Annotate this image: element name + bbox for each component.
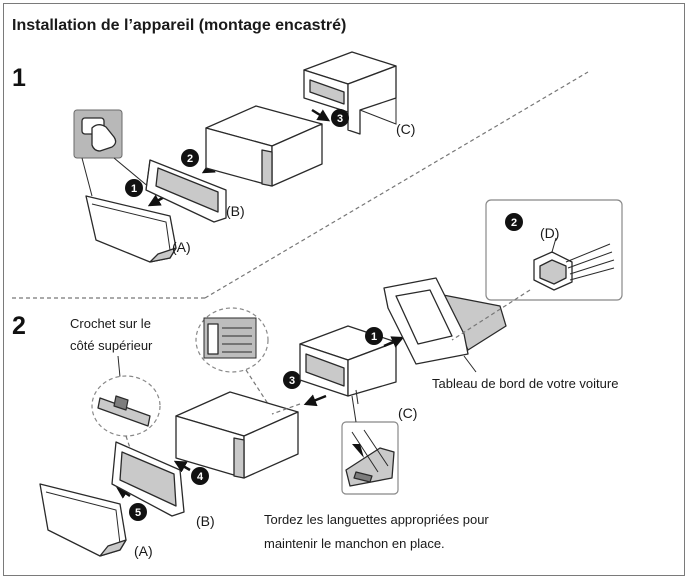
arrow-step2-5 — [115, 486, 131, 499]
svg-text:2: 2 — [187, 153, 193, 165]
svg-text:1: 1 — [131, 183, 137, 195]
faceplate-a-step1 — [85, 195, 177, 263]
badge-step2-3: 3 — [283, 371, 301, 389]
bend-tabs-label-line2: maintenir le manchon en place. — [264, 536, 445, 551]
page-title: Installation de l’appareil (montage enca… — [12, 17, 346, 34]
step-number-2: 2 — [12, 312, 26, 340]
badge-step2-5: 5 — [129, 503, 147, 521]
trim-plate-b-step1 — [145, 159, 227, 223]
part-label-c-step1: (C) — [396, 121, 415, 137]
dashboard-label: Tableau de bord de votre voiture — [432, 376, 618, 391]
part-label-b-step1: (B) — [226, 203, 245, 219]
badge-step1-2: 2 — [181, 149, 199, 167]
mounting-sleeve-c-step1 — [303, 51, 397, 135]
badge-step2-4: 4 — [191, 467, 209, 485]
connector-detail-callout — [195, 307, 273, 411]
part-label-c-step2: (C) — [398, 405, 417, 421]
svg-text:5: 5 — [135, 507, 141, 519]
svg-text:3: 3 — [337, 113, 343, 125]
badge-step1-3: 3 — [331, 109, 349, 127]
svg-text:1: 1 — [371, 331, 377, 343]
part-label-a-step2: (A) — [134, 543, 153, 559]
release-button-callout — [73, 109, 151, 197]
hook-label-line1: Crochet sur le — [70, 316, 151, 331]
badge-step2-2: 2 — [505, 213, 523, 231]
arrow-step2-3 — [303, 394, 327, 407]
connector-leader-line — [451, 289, 531, 341]
page-frame — [3, 3, 685, 576]
faceplate-a-step2 — [39, 483, 127, 557]
part-label-b-step2: (B) — [196, 513, 215, 529]
badge-step1-1: 1 — [125, 179, 143, 197]
bend-tabs-leader — [351, 395, 357, 423]
arrow-down-icon — [352, 444, 364, 458]
head-unit-step2 — [175, 391, 299, 479]
hand-icon — [91, 124, 117, 152]
bend-tabs-callout — [341, 421, 399, 495]
part-label-d: (D) — [540, 225, 559, 241]
hook-detail-callout — [91, 375, 161, 455]
arrow-step2-4 — [173, 460, 191, 473]
arrow-step2-1 — [383, 336, 405, 348]
badge-step2-1: 1 — [365, 327, 383, 345]
hook-label-line2: côté supérieur — [70, 338, 153, 353]
arrow-step1-3 — [311, 108, 331, 122]
head-unit-step1 — [205, 105, 323, 187]
connector-d-callout: 2 — [485, 199, 623, 301]
svg-text:4: 4 — [197, 471, 204, 483]
svg-text:2: 2 — [511, 217, 517, 229]
part-label-a-step1: (A) — [172, 239, 191, 255]
trim-plate-b-step2 — [111, 441, 185, 517]
svg-text:3: 3 — [289, 375, 295, 387]
step-number-1: 1 — [12, 64, 26, 92]
bend-tabs-label-line1: Tordez les languettes appropriées pour — [264, 512, 489, 527]
car-dashboard — [383, 277, 507, 373]
